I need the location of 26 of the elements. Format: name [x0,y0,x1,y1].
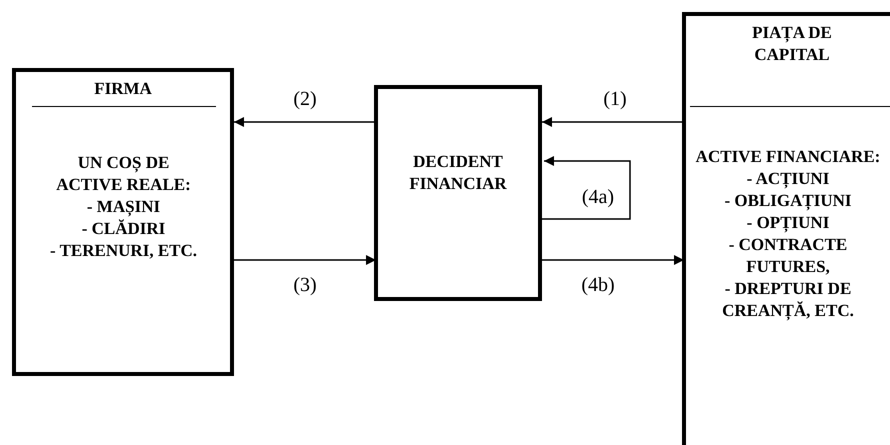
box-body-text: - OPȚIUNI [746,212,830,234]
process-box [12,68,234,376]
box-body-text: - ACȚIUNI [746,168,830,190]
box-body-text: - DREPTURI DE CREANȚĂ, ETC. [721,278,855,322]
edge-label: (3) [293,274,317,296]
box-body-text: - MAȘINI [86,196,162,218]
box-body-text: - CLĂDIRI [80,218,166,240]
box-body-text: - TERENURI, ETC. [48,240,198,262]
arrow [542,156,631,220]
box-heading: PIAȚA DE CAPITAL [751,22,833,66]
arrow [542,255,684,265]
process-box [374,85,542,301]
box-heading: FIRMA [93,78,153,100]
edge-label: (2) [293,88,317,110]
arrow [234,117,374,127]
arrow [234,255,376,265]
edge-label: (1) [603,88,627,110]
arrow [542,117,682,127]
box-body-text: - OBLIGAȚIUNI [723,190,853,212]
box-body-text: UN COȘ DE ACTIVE REALE: [55,152,192,196]
box-body-text: ACTIVE FINANCIARE: [694,146,882,168]
process-box [682,12,890,445]
edge-label: (4b) [581,274,615,296]
edge-label: (4a) [582,186,614,208]
box-body-text: - CONTRACTE FUTURES, [728,234,848,278]
box-label: DECIDENT FINANCIAR [408,151,508,195]
